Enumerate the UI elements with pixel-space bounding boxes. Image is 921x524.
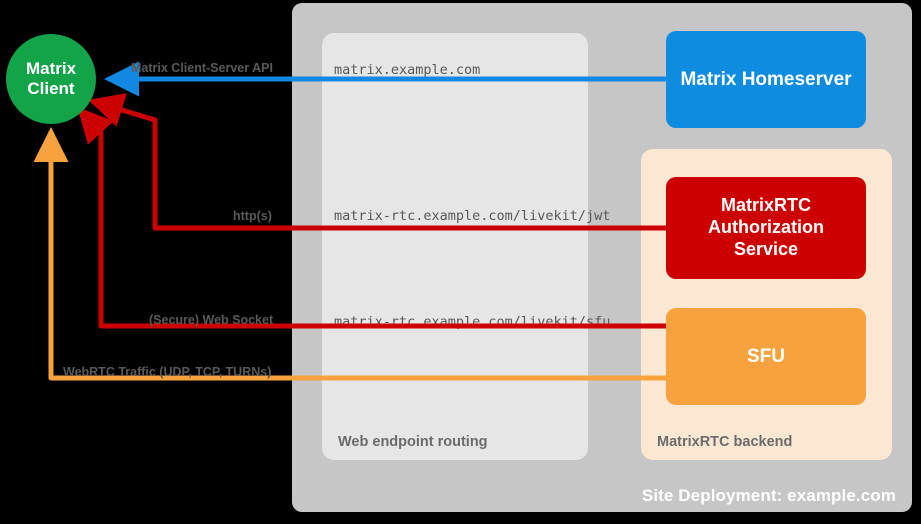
edge-label-webrtc: WebRTC Traffic (UDP, TCP, TURNs) bbox=[63, 365, 272, 379]
web-endpoint-routing-container: Web endpoint routing bbox=[322, 33, 588, 460]
node-auth-line1: MatrixRTC bbox=[720, 195, 811, 216]
web-endpoint-routing-label: Web endpoint routing bbox=[338, 434, 488, 450]
node-matrix-homeserver-label: Matrix Homeserver bbox=[680, 68, 852, 90]
node-matrix-client-text: Matrix Client bbox=[26, 59, 76, 100]
edge-label-matrix-cs-api: Matrix Client-Server API bbox=[131, 61, 273, 75]
node-matrixrtc-auth-service[interactable]: MatrixRTC Authorization Service bbox=[666, 177, 866, 279]
node-auth-line2: Authorization bbox=[708, 217, 824, 238]
endpoint-url-matrix: matrix.example.com bbox=[334, 62, 481, 78]
endpoint-url-livekit-sfu: matrix-rtc.example.com/livekit/sfu bbox=[334, 314, 611, 330]
node-matrix-homeserver[interactable]: Matrix Homeserver bbox=[666, 31, 866, 128]
node-matrixrtc-auth-service-text: MatrixRTC Authorization Service bbox=[708, 195, 824, 261]
endpoint-url-livekit-jwt: matrix-rtc.example.com/livekit/jwt bbox=[334, 208, 611, 224]
node-sfu-label: SFU bbox=[747, 345, 785, 367]
node-matrix-client[interactable]: Matrix Client bbox=[6, 34, 96, 124]
edge-label-https: http(s) bbox=[233, 209, 272, 223]
matrixrtc-backend-label: MatrixRTC backend bbox=[657, 434, 793, 450]
edge-label-websocket: (Secure) Web Socket bbox=[149, 313, 274, 327]
node-sfu[interactable]: SFU bbox=[666, 308, 866, 405]
site-deployment-label: Site Deployment: example.com bbox=[641, 486, 896, 505]
node-auth-line3: Service bbox=[733, 238, 799, 259]
node-matrix-client-line1: Matrix bbox=[25, 58, 77, 78]
node-matrix-client-line2: Client bbox=[27, 79, 75, 98]
